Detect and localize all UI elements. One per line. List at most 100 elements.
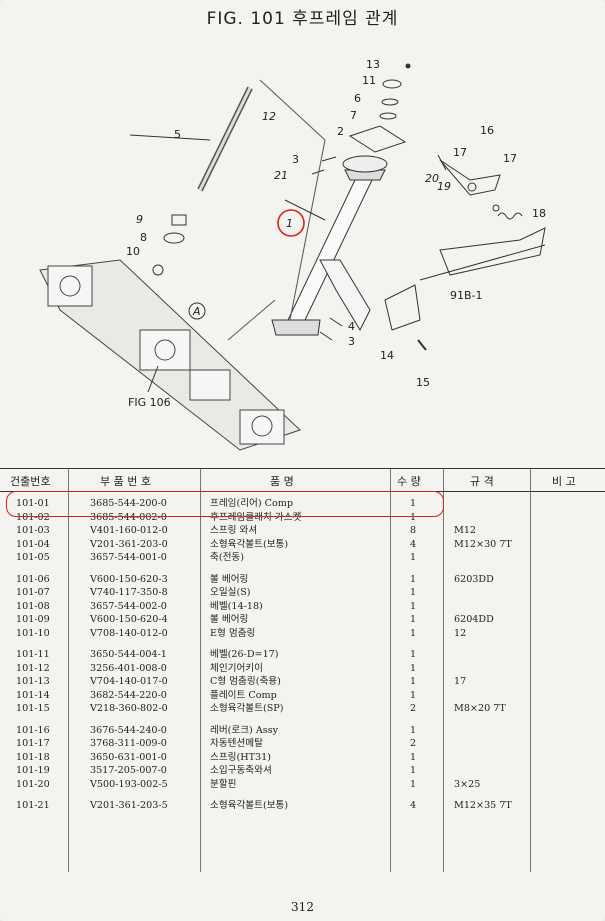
quantity: 1 — [410, 498, 417, 509]
specification: 3×25 — [454, 778, 481, 790]
part-number: 3685-544-002-0 — [90, 511, 167, 523]
part-number: 3256-401-008-0 — [90, 662, 167, 674]
part-name: 후프레임클래치 가스켓 — [210, 511, 302, 523]
part-name: C형 멈춤링(축용) — [210, 676, 281, 687]
callout-20: 20 — [425, 172, 439, 185]
shaft-part — [197, 86, 253, 192]
axle-housing — [39, 259, 301, 451]
callout-12: 12 — [262, 110, 276, 123]
quantity: 1 — [410, 587, 417, 598]
callout-a: A — [192, 305, 201, 318]
part-name: 볼 베어링 — [210, 614, 249, 625]
part-ref-no: 101-01 — [16, 498, 50, 509]
callout-21: 21 — [274, 169, 288, 182]
callout-16: 16 — [480, 124, 494, 137]
rear-frame-part — [271, 155, 388, 336]
specification: M12×35 7T — [454, 800, 512, 811]
table-row: 101-05 3657-544-001-0 축(전동) 1 — [0, 552, 605, 564]
callout-7: 7 — [350, 109, 357, 122]
quantity: 1 — [410, 614, 417, 625]
callout-15: 15 — [416, 376, 430, 389]
part-ref-no: 101-10 — [16, 627, 50, 639]
part-name: 스프링(HT31) — [210, 751, 271, 763]
part-ref-no: 101-05 — [16, 552, 50, 563]
highlighted-row-marker — [6, 491, 444, 517]
part-number: 3657-544-001-0 — [90, 552, 167, 563]
part-ref-no: 101-12 — [16, 662, 50, 674]
part-name: 체인기어키이 — [210, 662, 263, 674]
part-ref-no: 101-02 — [16, 511, 50, 523]
part-ref-no: 101-03 — [16, 525, 50, 536]
parts-table: 건출번호 부 품 번 호 품 명 수 량 규 격 비 고 101-01 3685-… — [0, 468, 605, 872]
part-name: 분할핀 — [210, 778, 237, 790]
nut-part — [382, 79, 402, 89]
part-name: 자동텐션메탈 — [210, 738, 263, 749]
callout-13: 13 — [366, 58, 380, 71]
part-name: 베벨(14-18) — [210, 600, 263, 612]
part-ref-no: 101-11 — [16, 649, 50, 660]
part-ref-no: 101-17 — [16, 738, 50, 749]
quantity: 1 — [410, 676, 417, 687]
header-no: 건출번호 — [10, 475, 51, 488]
part-ref-no: 101-06 — [16, 573, 50, 585]
quantity: 2 — [410, 703, 417, 714]
exploded-view-diagram: 13 11 6 7 2 3 21 1 5 12 9 8 10 16 17 17 … — [39, 58, 546, 451]
lever-assembly — [437, 154, 501, 212]
callout-5: 5 — [174, 128, 181, 141]
quantity: 1 — [410, 778, 417, 790]
bushing-part — [171, 214, 187, 226]
part-name: 볼 베어링 — [210, 573, 249, 585]
quantity: 2 — [410, 738, 417, 749]
part-number: 3517-205-007-0 — [90, 765, 167, 776]
quantity: 1 — [410, 573, 417, 585]
specification: M12×30 7T — [454, 538, 512, 550]
specification: M8×20 7T — [454, 703, 506, 714]
quantity: 1 — [410, 627, 417, 639]
part-number: V218-360-802-0 — [90, 703, 168, 714]
part-name: 프레임(리어) Comp — [210, 498, 294, 509]
quantity: 1 — [410, 662, 417, 674]
quantity: 1 — [410, 689, 417, 701]
specification: 17 — [454, 676, 467, 687]
gasket-part — [348, 125, 407, 153]
callout-8: 8 — [140, 231, 147, 244]
quantity: 1 — [410, 552, 417, 563]
callout-2: 2 — [337, 125, 344, 138]
part-name: 플레이트 Comp — [210, 689, 277, 701]
header-qty: 수 량 — [397, 475, 421, 488]
part-number: 3676-544-240-0 — [90, 724, 167, 736]
part-ref-no: 101-04 — [16, 538, 50, 550]
part-name: 소입구동축와셔 — [210, 765, 272, 776]
part-name: 축(전동) — [210, 552, 244, 563]
part-number: 3682-544-220-0 — [90, 689, 167, 701]
part-name: 스프링 와셔 — [210, 525, 258, 536]
parts-table-header: 건출번호 부 품 번 호 품 명 수 량 규 격 비 고 — [0, 468, 605, 492]
part-name: 오일실(S) — [210, 587, 251, 598]
part-ref-no: 101-13 — [16, 676, 50, 687]
quantity: 4 — [410, 538, 417, 550]
quantity: 8 — [410, 525, 417, 536]
header-spec: 규 격 — [470, 475, 494, 488]
callout-17-right: 17 — [503, 152, 517, 165]
page-title: FIG. 101 후프레임 관계 — [206, 9, 399, 29]
part-ref-no: 101-15 — [16, 703, 50, 714]
part-ref-no: 101-19 — [16, 765, 50, 776]
callout-91b-1: 91B-1 — [450, 289, 483, 302]
callout-4: 4 — [348, 320, 355, 333]
quantity: 1 — [410, 751, 417, 763]
callout-6: 6 — [354, 92, 361, 105]
